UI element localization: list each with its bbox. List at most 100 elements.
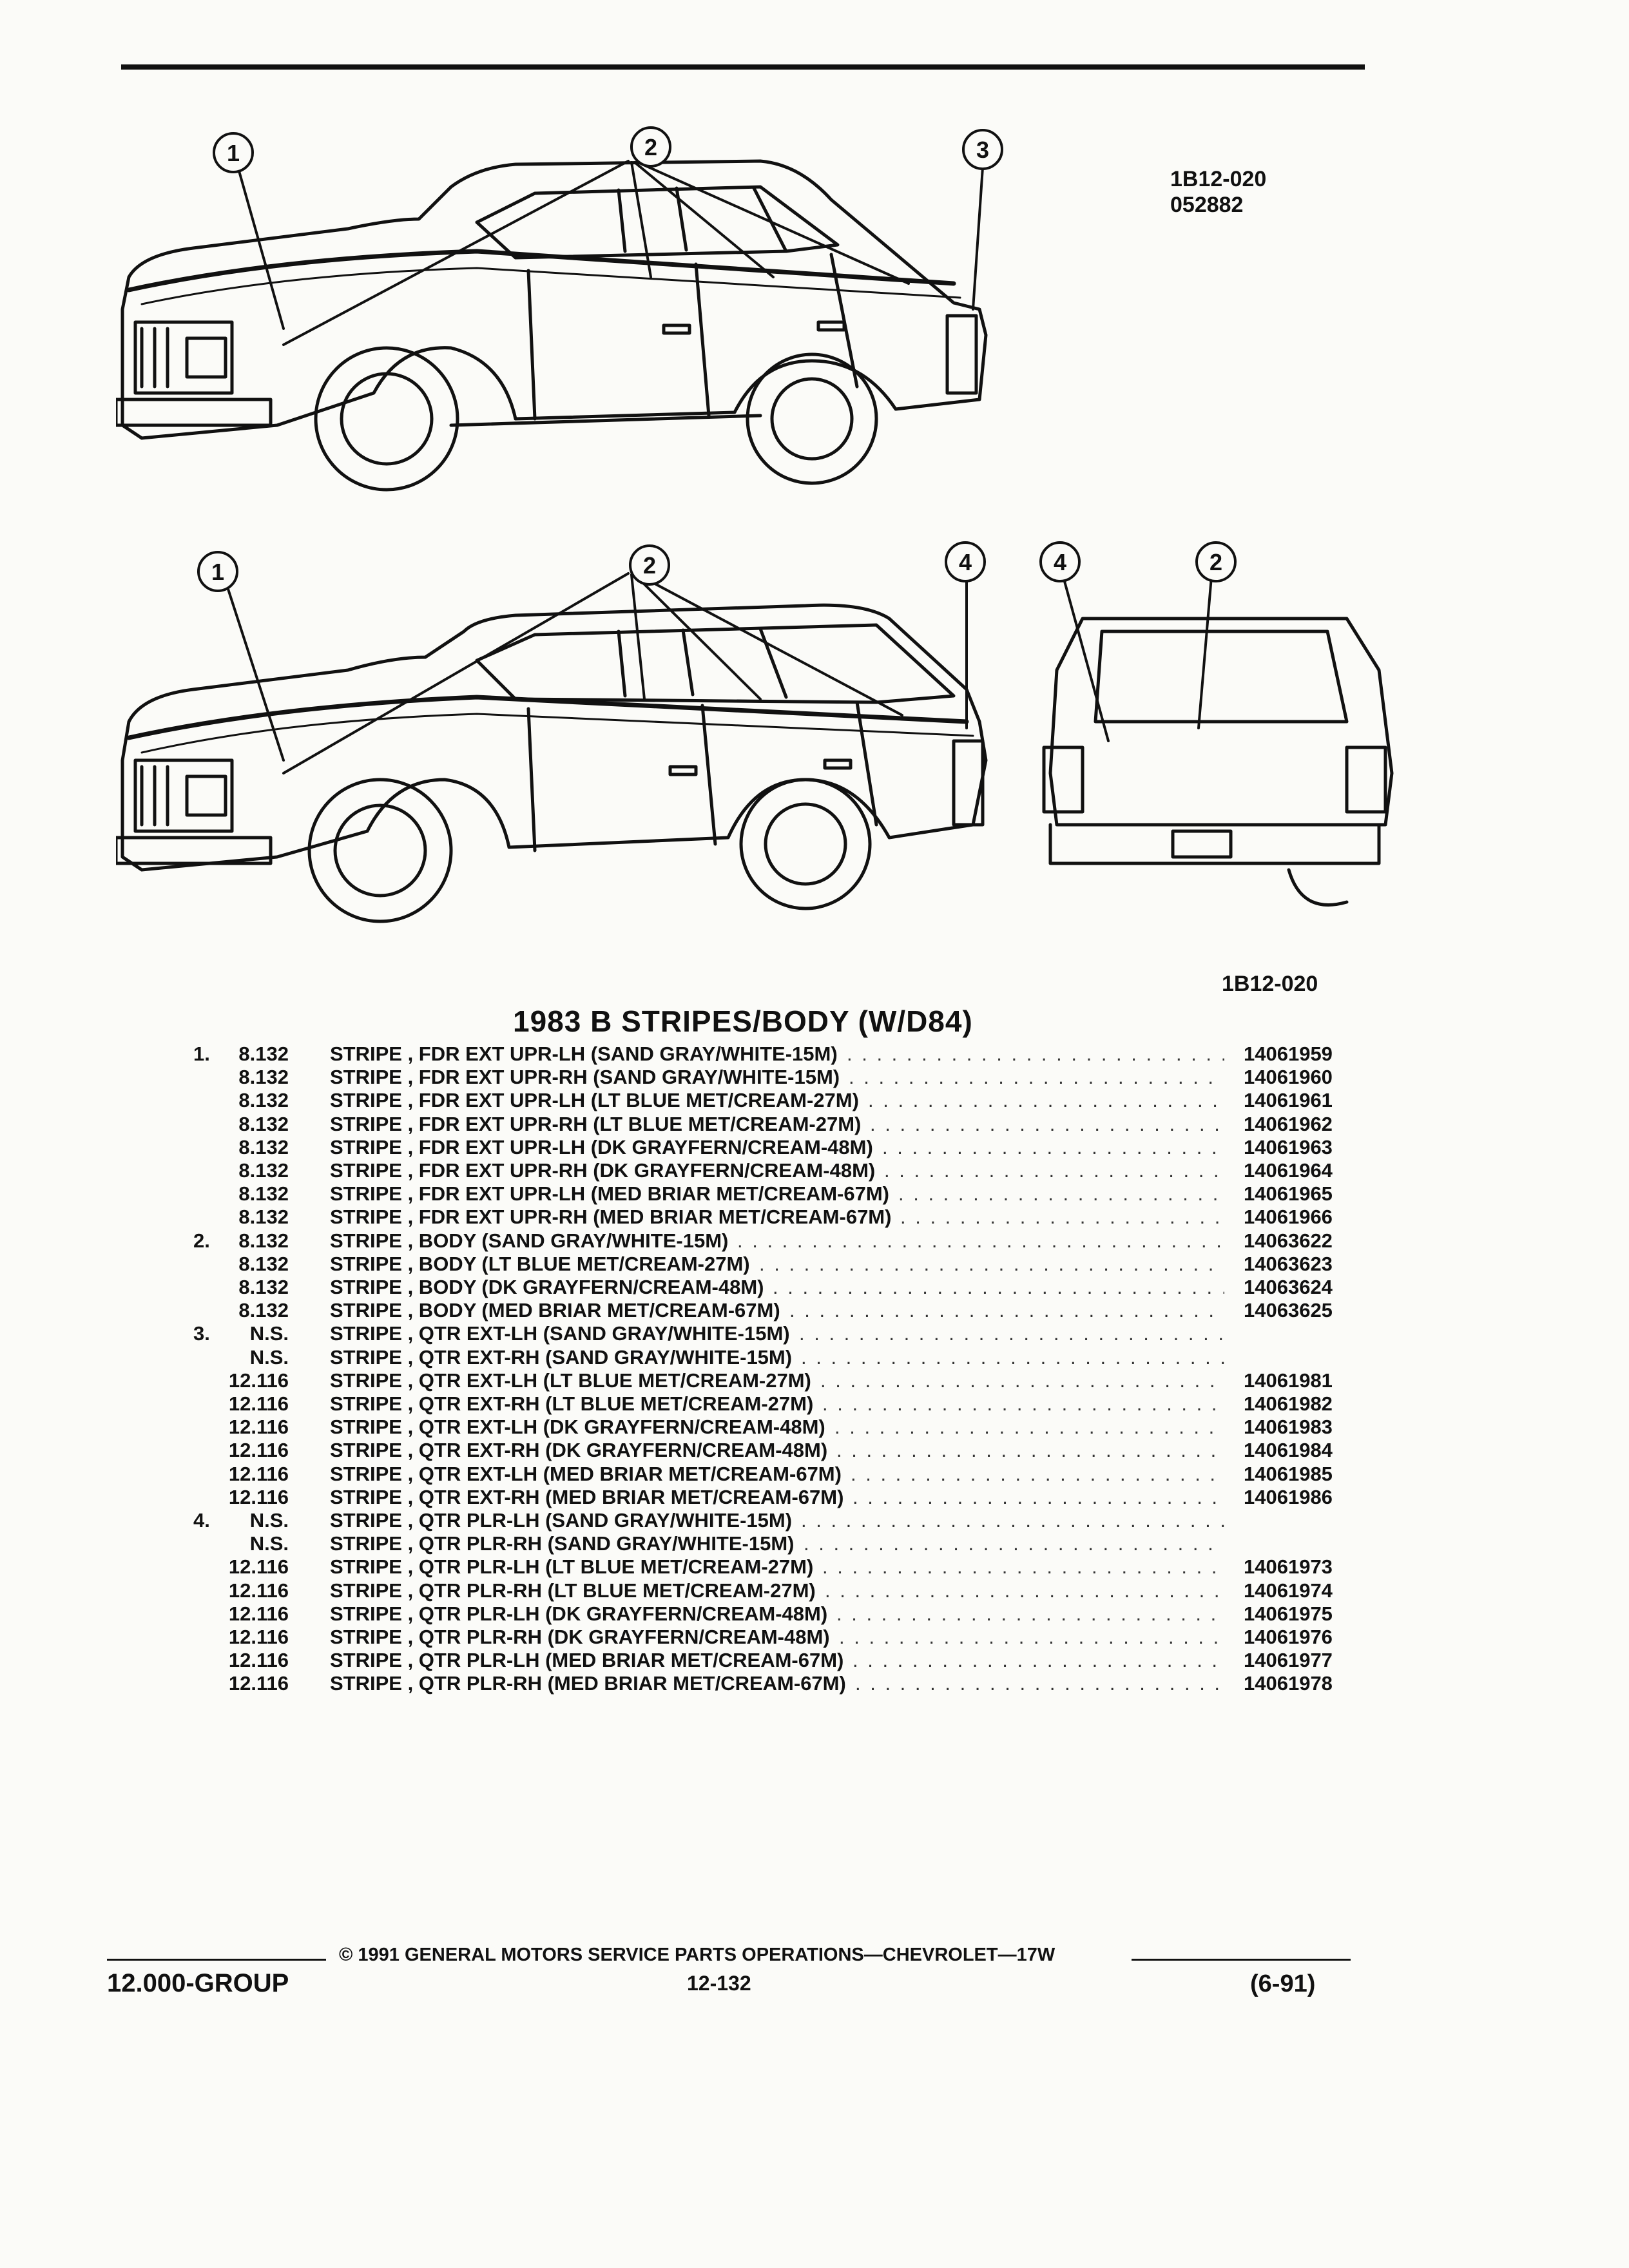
footer-copyright: © 1991 GENERAL MOTORS SERVICE PARTS OPER… [339,1945,1055,1965]
figure-code-bottom: 1B12-020 [1222,972,1318,996]
leader-dots: . . . . . . . . . . . . . . . . . . . . … [804,1532,1224,1555]
callout-label: 4 [1054,549,1066,575]
part-description: STRIPE , QTR EXT-RH (SAND GRAY/WHITE-15M… [330,1345,793,1369]
part-number: 14061986 [1244,1485,1333,1508]
footer-page-number: 12-132 [687,1972,751,1995]
part-description: STRIPE , FDR EXT UPR-LH (LT BLUE MET/CRE… [330,1089,859,1112]
part-description: STRIPE , QTR EXT-LH (SAND GRAY/WHITE-15M… [330,1322,790,1345]
part-section-number: 12.116 [228,1369,289,1392]
part-number: 14061965 [1244,1182,1333,1206]
part-number: 14061978 [1244,1672,1333,1695]
part-number: 14063622 [1244,1229,1333,1252]
part-section-number: 12.116 [228,1439,289,1462]
callout-2-rear [1195,541,1237,582]
part-number: 14061962 [1244,1112,1333,1135]
leader-dots: . . . . . . . . . . . . . . . . . . . . … [820,1369,1224,1392]
part-section-number: N.S. [249,1532,289,1555]
part-section-number: 8.132 [238,1299,289,1322]
part-section-number: 12.116 [228,1649,289,1672]
callout-label: 3 [976,137,989,163]
part-description: STRIPE , QTR EXT-RH (LT BLUE MET/CREAM-2… [330,1392,814,1415]
part-row: 8.132 STRIPE , FDR EXT UPR-LH (DK GRAYFER… [0,1136,1629,1159]
part-section-number: 8.132 [238,1089,289,1112]
callout-4-bottom [945,541,986,582]
part-number: 14061960 [1244,1066,1333,1089]
callout-label: 4 [959,549,972,575]
part-section-number: 12.116 [228,1416,289,1439]
part-section-number: 8.132 [238,1229,289,1252]
part-description: STRIPE , QTR PLR-RH (SAND GRAY/WHITE-15M… [330,1532,795,1555]
part-row: N.S.STRIPE , QTR EXT-RH (SAND GRAY/WHITE… [0,1346,1629,1369]
part-description: STRIPE , FDR EXT UPR-LH (DK GRAYFERN/CRE… [330,1135,873,1158]
sedan-drawing [116,159,988,492]
part-row: 12.116 STRIPE , QTR EXT-RH (DK GRAYFERN/C… [0,1439,1629,1462]
part-row: 8.132 STRIPE , FDR EXT UPR-RH (DK GRAYFER… [0,1159,1629,1182]
part-description: STRIPE , BODY (SAND GRAY/WHITE-15M) [330,1229,729,1252]
part-ref-number: 4. [193,1509,210,1532]
leader-dots: . . . . . . . . . . . . . . . . . . . . … [882,1135,1224,1158]
part-description: STRIPE , QTR PLR-LH (SAND GRAY/WHITE-15M… [330,1509,793,1532]
callout-label: 1 [227,140,240,166]
part-section-number: N.S. [249,1322,289,1345]
part-section-number: 12.116 [228,1555,289,1579]
part-description: STRIPE , QTR EXT-LH (LT BLUE MET/CREAM-2… [330,1369,811,1392]
part-description: STRIPE , QTR PLR-LH (DK GRAYFERN/CREAM-4… [330,1602,828,1625]
callout-1-top [213,132,254,173]
part-number: 14061981 [1244,1369,1333,1392]
part-section-number: 8.132 [238,1135,289,1158]
leader-dots: . . . . . . . . . . . . . . . . . . . . … [836,1602,1224,1625]
callout-label: 2 [643,552,656,579]
part-row: 3. N.S. STRIPE , QTR EXT-LH (SAND GRAY/WHI… [0,1322,1629,1345]
leader-dots: . . . . . . . . . . . . . . . . . . . . … [884,1159,1224,1182]
part-description: STRIPE , QTR EXT-RH (DK GRAYFERN/CREAM-4… [330,1439,828,1462]
leader-dots: . . . . . . . . . . . . . . . . . . . . … [759,1252,1224,1275]
part-description: STRIPE , QTR PLR-LH (MED BRIAR MET/CREAM… [330,1649,844,1672]
part-ref-number: 3. [193,1322,210,1345]
part-description: STRIPE , FDR EXT UPR-RH (DK GRAYFERN/CRE… [330,1159,876,1182]
part-section-number: 8.132 [238,1182,289,1206]
part-section-number: 8.132 [238,1043,289,1065]
leader-dots: . . . . . . . . . . . . . . . . . . . . … [822,1555,1224,1579]
part-section-number: 8.132 [238,1159,289,1182]
part-number: 14061976 [1244,1626,1333,1648]
part-section-number: 8.132 [238,1276,289,1298]
part-row: 8.132 STRIPE , FDR EXT UPR-LH (LT BLUE ME… [0,1089,1629,1112]
part-section-number: 8.132 [238,1206,289,1229]
callout-2-top [630,126,671,168]
leader-dots: . . . . . . . . . . . . . . . . . . . . … [847,1043,1224,1065]
part-number: 14061982 [1244,1392,1333,1415]
leader-dots: . . . . . . . . . . . . . . . . . . . . … [851,1462,1224,1485]
leader-dots: . . . . . . . . . . . . . . . . . . . . … [839,1626,1224,1648]
footer-rule-left [107,1959,326,1961]
part-description: STRIPE , FDR EXT UPR-RH (SAND GRAY/WHITE… [330,1066,840,1089]
leader-dots: . . . . . . . . . . . . . . . . . . . . … [834,1416,1224,1439]
part-number: 14061983 [1244,1416,1333,1439]
leader-dots: . . . . . . . . . . . . . . . . . . . . … [801,1345,1224,1369]
part-number: 14061974 [1244,1579,1333,1602]
leader-dots: . . . . . . . . . . . . . . . . . . . . … [822,1392,1224,1415]
part-number: 14063623 [1244,1252,1333,1275]
part-number: 14061973 [1244,1555,1333,1579]
leader-dots: . . . . . . . . . . . . . . . . . . . . … [789,1299,1224,1322]
part-description: STRIPE , FDR EXT UPR-RH (MED BRIAR MET/C… [330,1206,892,1229]
part-description: STRIPE , BODY (LT BLUE MET/CREAM-27M) [330,1252,750,1275]
wagon-rear-drawing [1042,617,1394,907]
part-number: 14061964 [1244,1159,1333,1182]
part-row: 12.116 STRIPE , QTR EXT-RH (LT BLUE MET/C… [0,1392,1629,1416]
figure-code-date: 052882 [1170,193,1244,217]
leader-dots: . . . . . . . . . . . . . . . . . . . . … [853,1649,1224,1672]
part-description: STRIPE , QTR PLR-RH (LT BLUE MET/CREAM-2… [330,1579,816,1602]
leader-dots: . . . . . . . . . . . . . . . . . . . . … [737,1229,1224,1252]
part-section-number: 12.116 [228,1392,289,1415]
part-number: 14063625 [1244,1299,1333,1322]
vehicle-illustration: 1 2 3 1 2 4 4 2 [116,126,1394,923]
callout-label: 2 [1210,549,1222,575]
callout-label: 2 [644,134,657,160]
